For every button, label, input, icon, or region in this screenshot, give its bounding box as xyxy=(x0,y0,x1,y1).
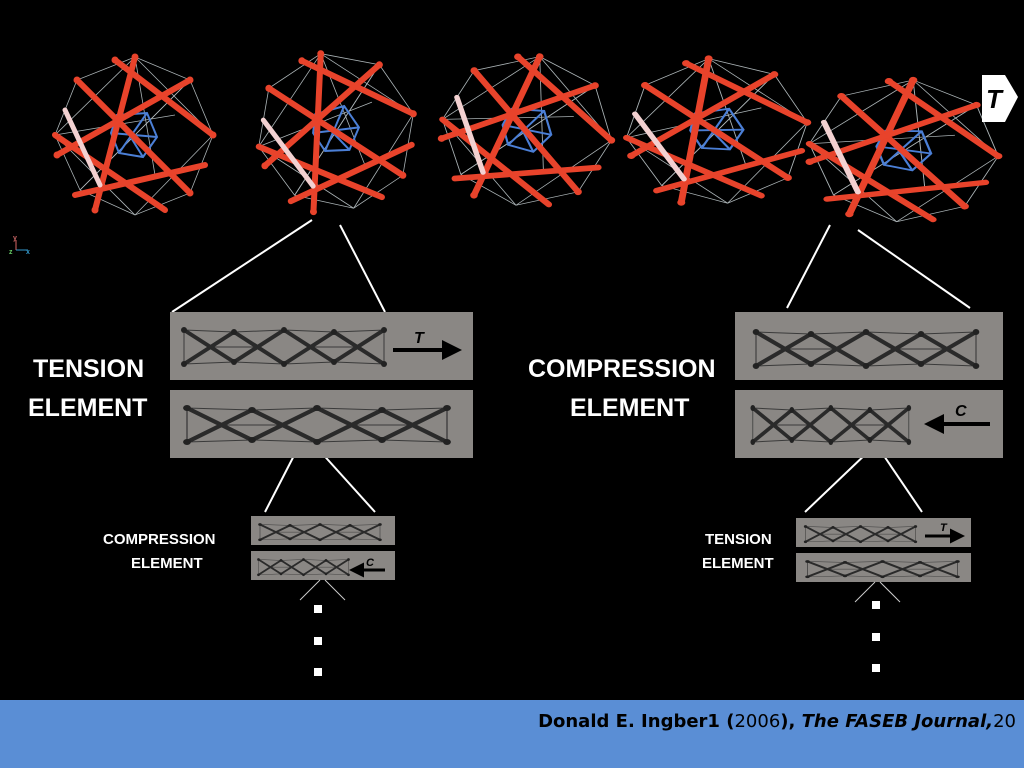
tensegrity-cell-4 xyxy=(615,48,821,211)
left-title-line1: TENSION xyxy=(33,355,144,383)
right-sub-title-line1: TENSION xyxy=(705,531,772,548)
right-sub-panel-top: T xyxy=(796,518,971,547)
citation-open-paren: ( xyxy=(726,711,735,732)
right-sub-title-line2: ELEMENT xyxy=(702,555,774,572)
axis-triad-icon: y z x xyxy=(9,235,30,256)
left-sub-arrow-label: C xyxy=(366,557,375,569)
right-tension-panel xyxy=(735,312,1003,380)
figure-canvas: T y z x T TENSION ELEMENT xyxy=(9,0,1018,676)
citation-text: Donald E. Ingber1 (2006), The FASEB Jour… xyxy=(538,711,1016,732)
right-title-line2: ELEMENT xyxy=(570,394,689,422)
left-sub-title-line1: COMPRESSION xyxy=(103,531,216,548)
left-sub-panel-top xyxy=(251,516,395,545)
axis-x-label: x xyxy=(26,249,30,256)
right-title-line1: COMPRESSION xyxy=(528,355,716,383)
tension-direction-arrow-icon: T xyxy=(982,75,1018,122)
right-panel-arrow-label: C xyxy=(955,403,967,420)
citation-close-paren: ) xyxy=(780,711,789,732)
tensegrity-cell-1 xyxy=(54,54,217,216)
tensegrity-cell-5 xyxy=(799,71,1011,229)
left-sub-panel-bottom: C xyxy=(251,551,395,580)
left-panel-arrow-label: T xyxy=(414,330,425,347)
left-compression-panel xyxy=(170,390,473,458)
citation-bar: Donald E. Ingber1 (2006), The FASEB Jour… xyxy=(0,700,1024,768)
left-tension-panel: T xyxy=(170,312,473,380)
citation-author: Donald E. Ingber1 xyxy=(538,711,720,732)
tensegrity-cell-3 xyxy=(429,43,628,216)
top-arrow-label: T xyxy=(986,84,1004,114)
citation-volume: 20 xyxy=(993,711,1016,732)
zoom-lines xyxy=(171,219,971,513)
right-compression-panel: C xyxy=(735,390,1003,458)
right-sub-arrow-label: T xyxy=(940,522,948,534)
citation-year: 2006 xyxy=(734,711,781,732)
continuation-lines xyxy=(299,579,901,603)
left-title-line2: ELEMENT xyxy=(28,394,147,422)
axis-y-label: y xyxy=(13,235,17,242)
citation-journal: The FASEB Journal, xyxy=(801,711,994,732)
tensegrity-cell-2 xyxy=(240,33,433,225)
axis-z-label: z xyxy=(9,249,13,256)
left-sub-title-line2: ELEMENT xyxy=(131,555,203,572)
tensegrity-figure: T y z x T TENSION ELEMENT xyxy=(9,0,1018,676)
ellipsis-dots xyxy=(314,601,880,676)
citation-comma: , xyxy=(788,711,796,732)
right-sub-panel-bottom xyxy=(796,553,971,582)
